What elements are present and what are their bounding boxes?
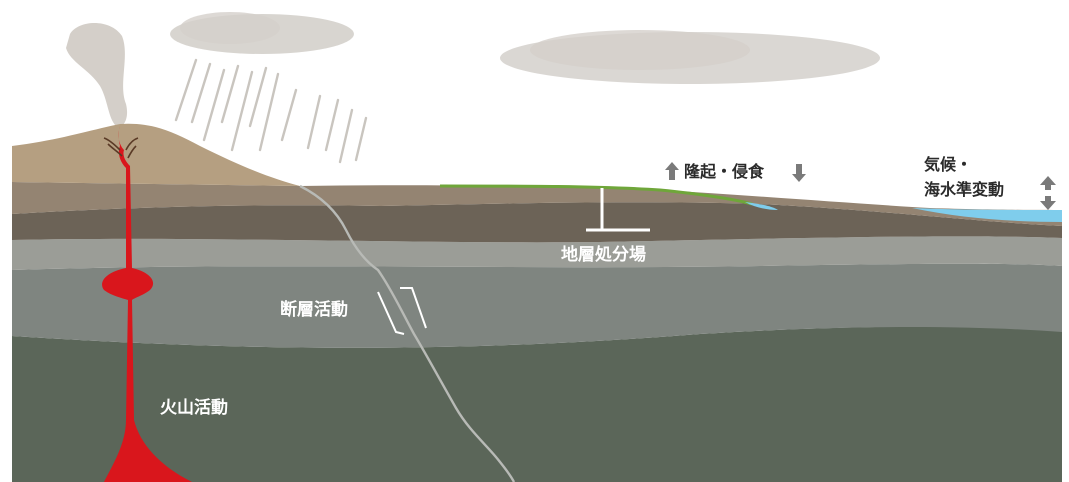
grass-strip — [439, 184, 753, 206]
disposal-site-label: 地層処分場 — [561, 245, 646, 265]
uplift-erosion-label: 隆起・侵食 — [684, 162, 765, 181]
small-pond — [745, 202, 778, 210]
climate-label-line2: 海水準変動 — [924, 180, 1005, 199]
climate-label-line1: 気候・ — [924, 155, 973, 174]
rain-streaks — [174, 58, 368, 164]
fault-activity-label: 断層活動 — [280, 300, 348, 320]
cloud-right-puff — [530, 30, 750, 70]
volcanic-smoke — [66, 23, 128, 127]
dark-brown-layer — [12, 202, 1062, 243]
sea-water — [912, 208, 1062, 222]
fault-movement-arrows-icon — [377, 287, 427, 335]
light-gray-layer — [12, 236, 1062, 270]
volcanic-activity-label: 火山活動 — [160, 398, 228, 418]
cloud-left-puff — [180, 12, 280, 44]
up-arrow-icon — [665, 162, 679, 180]
up-down-arrow-icon — [1040, 176, 1056, 210]
volcano-surface-layer — [12, 123, 300, 186]
fault-line — [299, 184, 516, 482]
crater-vent-cracks — [103, 137, 139, 159]
cloud-group — [170, 12, 880, 84]
disposal-site-marker-icon — [586, 188, 650, 232]
gray-rock-layer — [12, 263, 1062, 348]
down-arrow-icon — [792, 164, 806, 182]
brown-upper-layer — [12, 182, 1062, 226]
deep-rock-layer — [12, 326, 1062, 482]
